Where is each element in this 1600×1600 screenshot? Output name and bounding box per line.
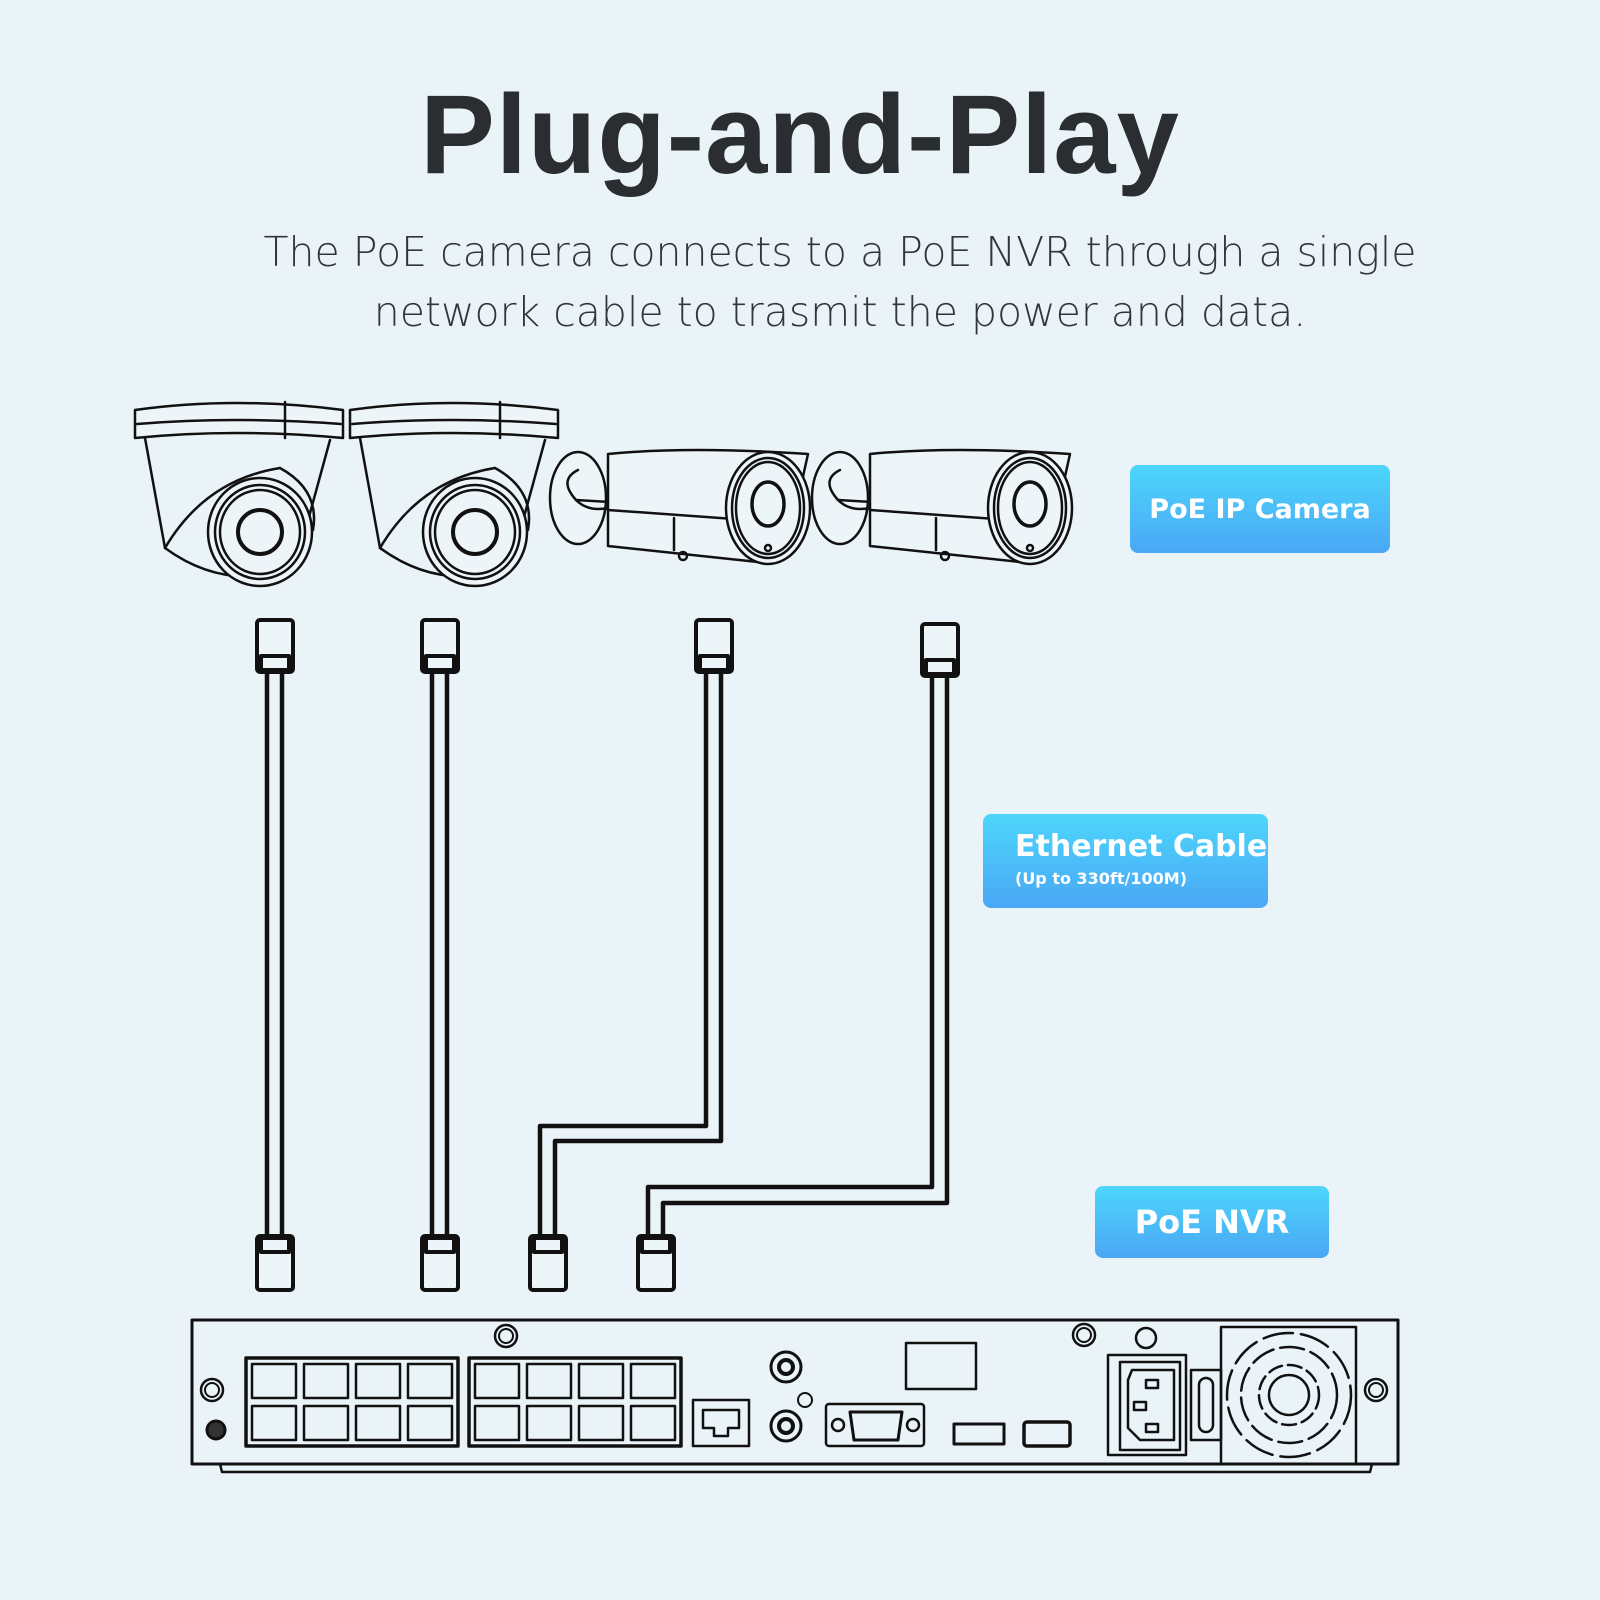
rj45-port-icon bbox=[250, 1362, 454, 1442]
fan-icon bbox=[1219, 1325, 1358, 1466]
ethernet-cable-4 bbox=[645, 673, 950, 1239]
hdmi-port-icon bbox=[952, 1422, 1006, 1446]
poe-port-bank-1 bbox=[244, 1356, 460, 1448]
subtitle-line-2: network cable to trasmit the power and d… bbox=[373, 288, 1307, 336]
nvr-device-icon bbox=[190, 1318, 1400, 1474]
poe-ip-camera-label: PoE IP Camera bbox=[1130, 465, 1390, 553]
ethernet-cable-3 bbox=[537, 669, 724, 1239]
dome-camera-icon bbox=[348, 400, 560, 588]
ethernet-cable-label: Ethernet Cable (Up to 330ft/100M) bbox=[983, 814, 1268, 908]
ethernet-cable-label-note: (Up to 330ft/100M) bbox=[1015, 869, 1188, 888]
ethernet-cable-1 bbox=[264, 669, 285, 1239]
rj45-plug-icon bbox=[255, 618, 960, 678]
poe-nvr-label: PoE NVR bbox=[1095, 1186, 1329, 1258]
poe-port-bank-2 bbox=[467, 1356, 683, 1448]
ethernet-cable-2 bbox=[429, 669, 450, 1239]
bullet-camera-icon bbox=[548, 448, 812, 566]
power-inlet-icon bbox=[1106, 1353, 1188, 1457]
page-subtitle: The PoE camera connects to a PoE NVR thr… bbox=[180, 222, 1500, 342]
ethernet-cable-label-title: Ethernet Cable bbox=[1015, 829, 1268, 864]
sd-card-slot-icon bbox=[904, 1341, 978, 1391]
usb-port-icon bbox=[1022, 1420, 1072, 1448]
rj45-port-icon bbox=[473, 1362, 677, 1442]
bullet-camera-icon bbox=[810, 448, 1074, 566]
subtitle-line-1: The PoE camera connects to a PoE NVR thr… bbox=[263, 228, 1417, 276]
dome-camera-icon bbox=[133, 400, 345, 588]
page-title: Plug-and-Play bbox=[420, 72, 1180, 197]
vga-port-icon bbox=[824, 1402, 926, 1448]
audio-jack-icon bbox=[769, 1350, 813, 1443]
rj45-plug-icon bbox=[255, 1234, 676, 1292]
lan-port-icon bbox=[691, 1398, 751, 1448]
